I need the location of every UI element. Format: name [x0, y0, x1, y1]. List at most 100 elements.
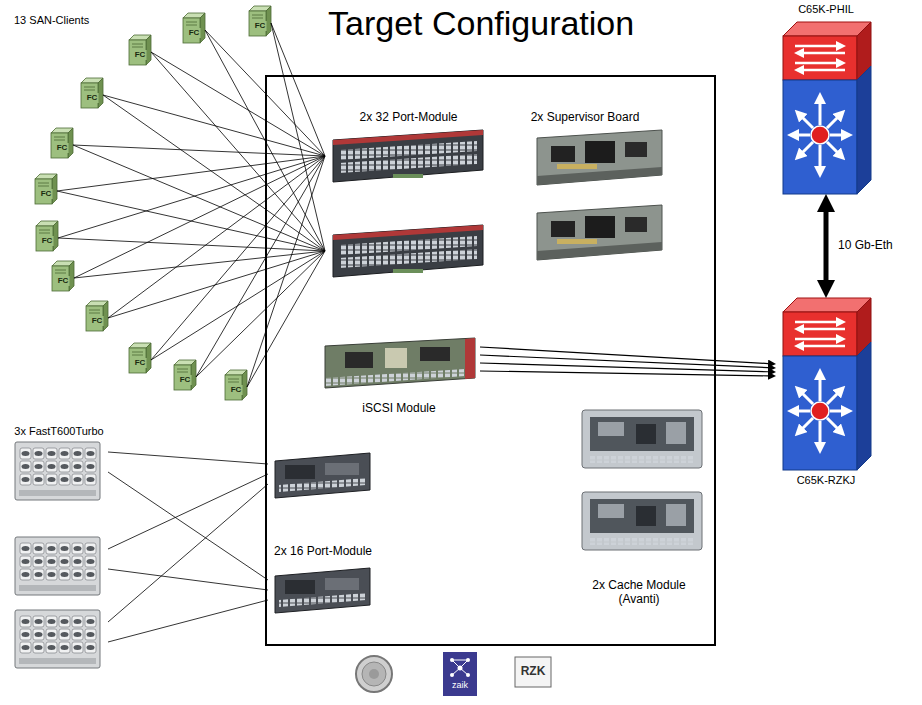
node-label: 2x 32 Port-Module — [358, 110, 458, 124]
fibre-link — [108, 569, 268, 590]
node-label: FC — [230, 385, 243, 395]
fibre-link — [108, 600, 268, 642]
chassis-outline — [266, 76, 715, 645]
node-label: 2x Supervisor Board — [530, 110, 641, 124]
seal-logo — [369, 669, 379, 679]
fc-client: FC — [129, 35, 151, 65]
port-module-picture — [333, 130, 483, 182]
fibre-link — [205, 30, 325, 251]
node-label: FC — [179, 375, 192, 385]
fibre-link — [196, 156, 325, 377]
link-label: 10 Gb-Eth — [838, 238, 893, 252]
fc-client: FC — [36, 221, 58, 251]
fibre-link — [103, 95, 325, 251]
fibre-link — [196, 251, 325, 377]
client-icon — [129, 343, 151, 373]
rzk-logo — [515, 657, 551, 687]
node-label: FC — [56, 143, 69, 153]
group-label: 13 SAN-Clients — [14, 14, 89, 27]
fc-client: FC — [129, 343, 151, 373]
fibre-link — [58, 156, 325, 238]
client-icon — [174, 360, 196, 390]
node-label: 2x Cache Module (Avanti) — [582, 578, 696, 607]
node-label: FC — [254, 21, 267, 31]
fibre-link — [108, 472, 268, 580]
switch-icon — [783, 298, 871, 470]
fibre-link — [205, 30, 325, 156]
client-icon — [52, 261, 74, 291]
fibre-link — [151, 156, 325, 360]
seal-logo — [356, 656, 392, 692]
port-module-picture — [275, 453, 370, 498]
cache-module-group: 2x Cache Module (Avanti) — [570, 405, 708, 617]
fibre-link — [480, 355, 768, 368]
fibre-link — [247, 156, 325, 387]
client-icon — [249, 6, 271, 36]
storage-picture — [15, 442, 100, 500]
fibre-link — [151, 52, 325, 156]
fibre-link — [74, 156, 325, 278]
switch-node: C65K-RZKJ — [776, 298, 876, 494]
client-icon — [225, 370, 247, 400]
fibre-link — [480, 363, 768, 372]
seal-logo — [362, 662, 386, 686]
zaik-logo — [452, 660, 468, 675]
fibre-link — [271, 23, 325, 251]
fc-client: FC — [225, 370, 247, 400]
client-icon — [86, 301, 108, 331]
client-icon — [51, 128, 73, 158]
logo-text: zaik — [452, 680, 468, 691]
fc-client: FC — [51, 128, 73, 158]
node-label: FC — [188, 28, 201, 38]
fibre-link — [108, 452, 268, 464]
fc-client: FC — [81, 78, 103, 108]
node-label: 2x 16 Port-Module — [273, 544, 373, 558]
switch-icon — [783, 22, 871, 194]
fc-client: FC — [86, 301, 108, 331]
fc-client: FC — [52, 261, 74, 291]
supervisor-group: 2x Supervisor Board — [500, 108, 670, 268]
node-label: FC — [40, 189, 53, 199]
node-label: iSCSI Module — [361, 401, 436, 415]
port-module-group: 2x 32 Port-Module — [325, 108, 492, 290]
switch-node: C65K-PHIL — [776, 3, 876, 194]
client-icon — [129, 35, 151, 65]
client-icon — [81, 78, 103, 108]
node-label: FC — [134, 50, 147, 60]
node-label: C65K-PHIL — [797, 3, 855, 16]
fibre-link — [73, 145, 325, 156]
iscsi-module: iSCSI Module — [318, 335, 480, 419]
storage-picture — [15, 610, 100, 668]
fc-client: FC — [249, 6, 271, 36]
client-icon — [183, 13, 205, 43]
node-label: FC — [91, 316, 104, 326]
fibre-link — [103, 95, 325, 156]
fibre-link — [108, 484, 268, 622]
zaik-logo — [443, 652, 477, 696]
fibre-link — [108, 474, 268, 549]
fibre-link — [58, 238, 325, 251]
port-module-group: 2x 16 Port-Module — [268, 450, 378, 620]
storage-group: 3x FastT600Turbo — [10, 424, 108, 672]
node-label: C65K-RZKJ — [796, 474, 857, 487]
fibre-link — [247, 251, 325, 387]
fc-client: FC — [174, 360, 196, 390]
fc-client: FC — [183, 13, 205, 43]
zaik-logo — [450, 658, 470, 677]
node-label: FC — [57, 276, 70, 286]
cache-module-picture — [582, 410, 702, 468]
iscsi-module-picture — [325, 338, 475, 388]
logo-text: RZK — [521, 664, 546, 678]
diagram-title: Target Configuration — [328, 4, 634, 43]
client-icon — [35, 174, 57, 204]
node-label: FC — [134, 358, 147, 368]
node-label: FC — [41, 236, 54, 246]
supervisor-picture — [537, 130, 662, 185]
fibre-link — [108, 156, 325, 318]
fibre-link — [74, 251, 325, 278]
ethernet-link — [824, 212, 829, 280]
node-label: 3x FastT600Turbo — [13, 425, 104, 438]
client-icon — [36, 221, 58, 251]
port-module-picture — [333, 225, 483, 277]
